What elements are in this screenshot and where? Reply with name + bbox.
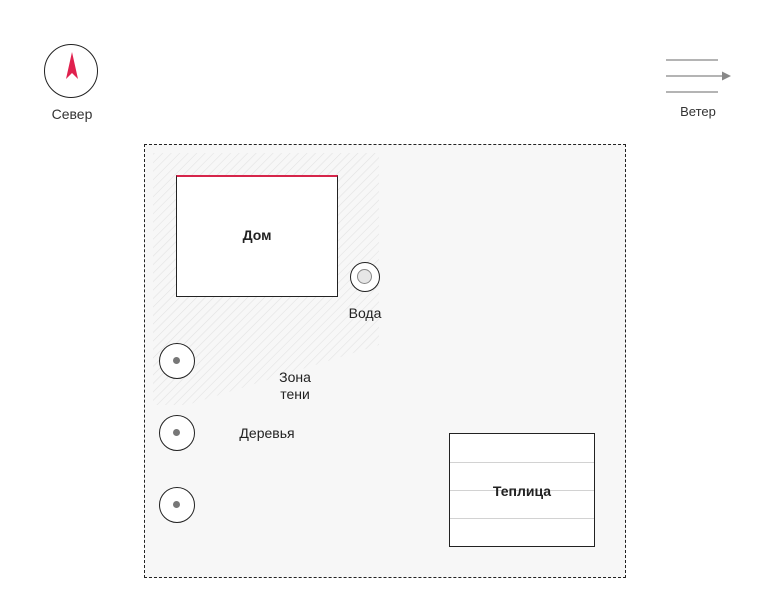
tree-center-dot [173,501,180,508]
trees-label: Деревья [239,425,295,441]
tree-center-dot [173,357,180,364]
compass [44,44,98,98]
greenhouse-divider [450,462,594,463]
water-well-icon[interactable] [350,262,380,292]
compass-label: Север [51,106,93,122]
wind-label: Ветер [680,104,716,119]
house[interactable]: Дом [176,175,338,297]
shade-zone-label-line2: тени [280,386,310,402]
north-arrow-icon [66,52,78,79]
tree-icon[interactable] [159,487,195,523]
shade-zone-label-line1: Зона [279,369,311,385]
tree-icon[interactable] [159,415,195,451]
wind-arrow-icon [666,59,731,93]
house-label: Дом [242,227,272,243]
shade-zone-label: Зона тени [265,369,325,403]
tree-icon[interactable] [159,343,195,379]
greenhouse-divider [450,518,594,519]
greenhouse-label: Теплица [492,483,552,499]
garden-plot: Дом Вода Зона тени Деревья Теплица [144,144,626,578]
water-label: Вода [348,305,382,321]
water-well-inner [357,269,372,284]
greenhouse[interactable]: Теплица [449,433,595,547]
tree-center-dot [173,429,180,436]
greenhouse-divider [450,490,594,491]
